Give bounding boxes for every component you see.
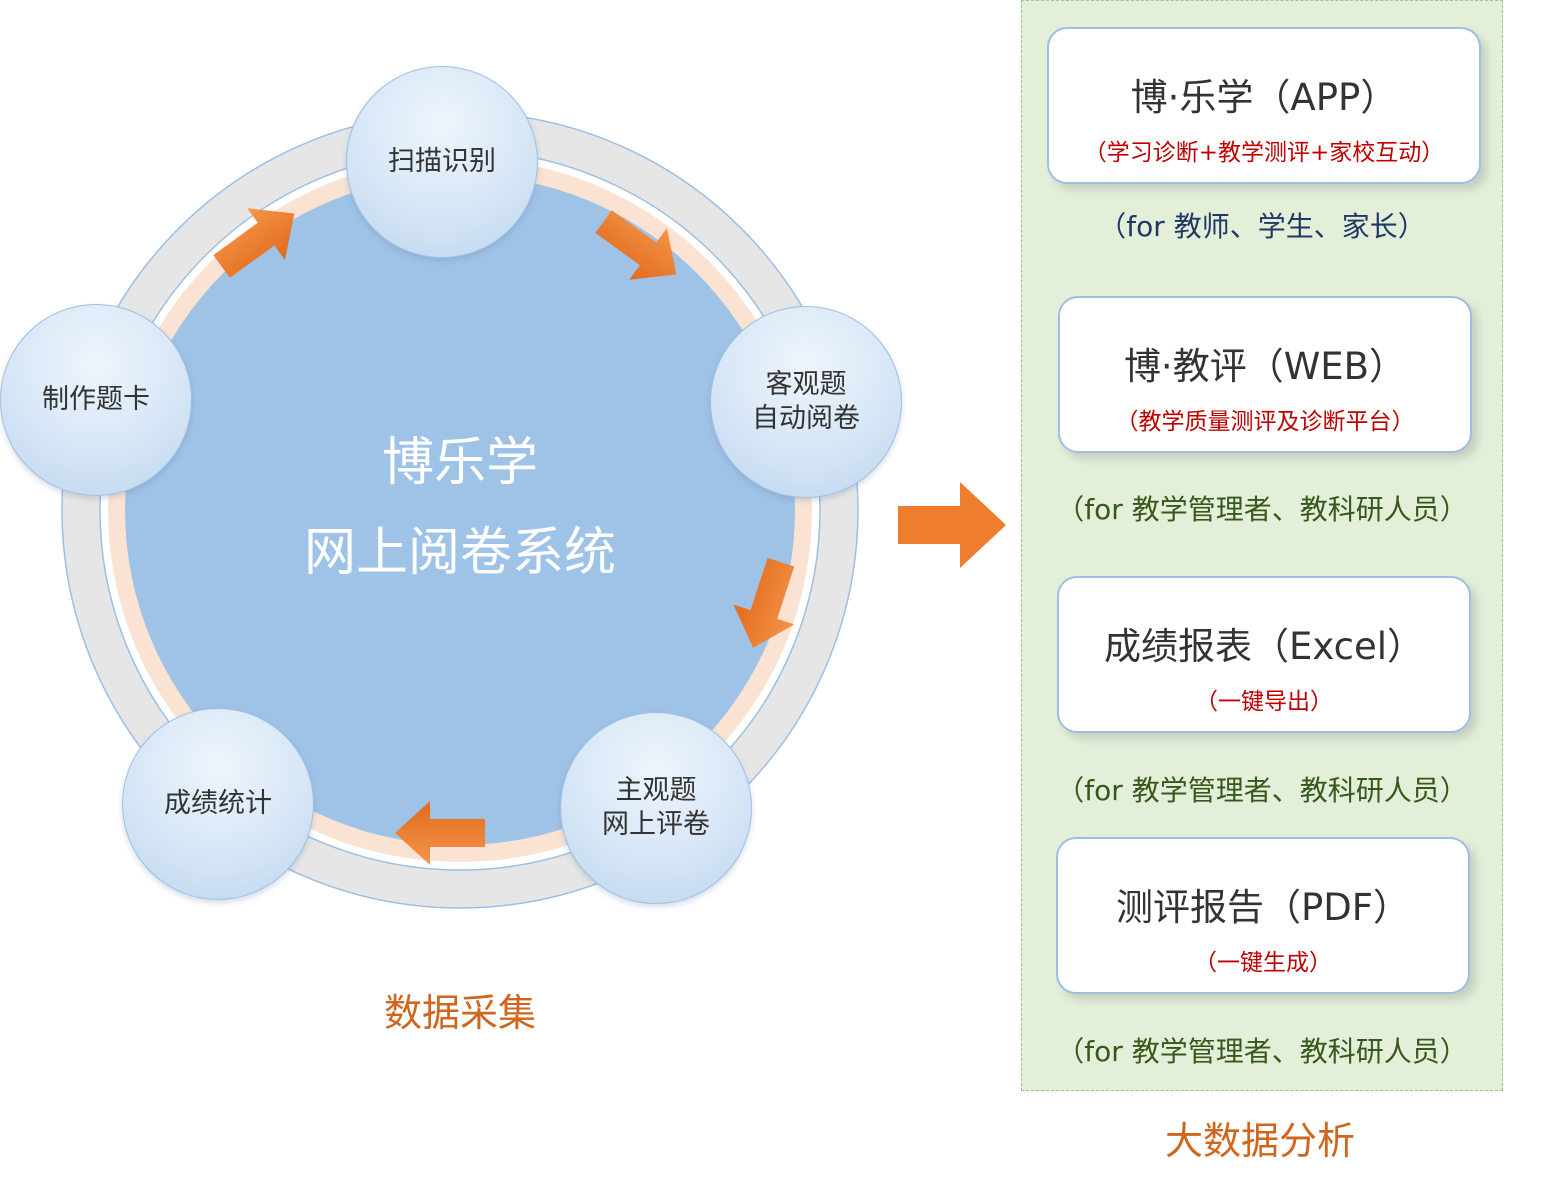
cycle-caption: 数据采集 [383,991,536,1035]
node-objective: 客观题 自动阅卷 [710,306,902,498]
node-scan: 扫描识别 [346,66,538,258]
arrow-scan-to-objective [595,210,677,280]
card-excel-title: 成绩报表（Excel） [1103,625,1424,668]
audience-web: （for 教学管理者、教科研人员） [1056,493,1468,526]
node-objective-label-1: 客观题 [765,369,847,400]
node-subjective-label-1: 主观题 [615,775,697,806]
analysis-caption: 大数据分析 [1164,1119,1355,1163]
card-pdf-subtitle: （一键生成） [1194,950,1332,976]
audience-app: （for 教师、学生、家长） [1098,210,1426,243]
node-card: 制作题卡 [0,304,192,496]
card-excel-subtitle: （一键导出） [1195,689,1333,715]
node-stats: 成绩统计 [122,708,314,900]
arrow-card-to-scan [213,208,295,278]
center-title: 博乐学 [381,433,538,493]
card-web-title: 博·教评（WEB） [1123,345,1407,388]
node-subjective: 主观题 网上评卷 [560,712,752,904]
node-subjective-label-2: 网上评卷 [602,809,710,840]
card-web-subtitle: （教学质量测评及诊断平台） [1115,409,1415,435]
card-web: 博·教评（WEB） （教学质量测评及诊断平台） [1058,296,1472,453]
big-right-arrow [898,482,1006,568]
node-stats-label: 成绩统计 [164,788,272,819]
card-excel: 成绩报表（Excel） （一键导出） [1057,576,1471,733]
arrow-subjective-to-stats [395,801,485,865]
card-pdf: 测评报告（PDF） （一键生成） [1056,837,1470,994]
card-app-title: 博·乐学（APP） [1130,76,1398,119]
card-app: 博·乐学（APP） （学习诊断+教学测评+家校互动） [1047,27,1481,184]
node-objective-label-2: 自动阅卷 [752,403,860,434]
node-card-label: 制作题卡 [42,384,150,415]
node-scan-label: 扫描识别 [388,146,496,177]
audience-pdf: （for 教学管理者、教科研人员） [1056,1035,1468,1068]
arrow-objective-to-subjective [733,557,795,648]
audience-excel: （for 教学管理者、教科研人员） [1056,774,1468,807]
card-app-subtitle: （学习诊断+教学测评+家校互动） [1083,140,1445,166]
center-subtitle: 网上阅卷系统 [303,523,616,583]
card-pdf-title: 测评报告（PDF） [1115,886,1411,929]
center-circle [125,175,795,845]
